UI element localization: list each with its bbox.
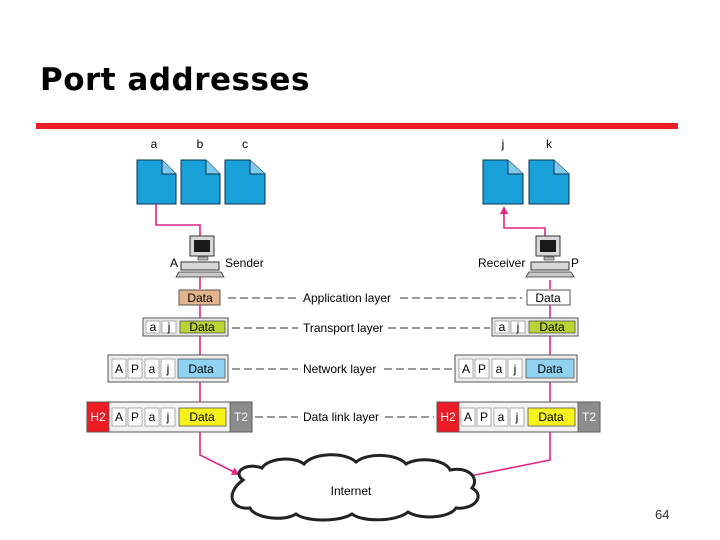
process-label-j: j — [501, 137, 505, 151]
receiver-application-packet: Data — [526, 289, 571, 306]
sender-to-internet-link — [199, 432, 240, 475]
payload-data: Data — [189, 410, 215, 424]
source-address: A — [115, 410, 123, 424]
destination-port: j — [516, 320, 520, 334]
process-label-k: k — [546, 137, 553, 151]
page-number: 64 — [655, 507, 670, 522]
source-port: a — [498, 410, 505, 424]
sender-processes: a b c — [136, 137, 266, 205]
internet-cloud: Internet — [230, 453, 480, 522]
receiver-transport-segment: a j Data — [491, 317, 579, 337]
payload-data: Data — [539, 320, 565, 334]
sender-host-letter: A — [170, 256, 178, 270]
frame-trailer: T2 — [582, 410, 596, 424]
destination-port: j — [166, 362, 170, 376]
source-port: a — [496, 362, 503, 376]
destination-address: P — [131, 362, 139, 376]
frame-header: H2 — [90, 410, 106, 424]
process-links — [155, 204, 551, 479]
source-address: A — [464, 410, 472, 424]
process-label-a: a — [151, 137, 158, 151]
receiver-network-datagram: A P a j Data — [454, 354, 578, 383]
source-port: a — [149, 410, 156, 424]
process-doc-b: b — [180, 137, 221, 205]
payload-data: Data — [189, 320, 215, 334]
payload-data: Data — [535, 291, 561, 305]
receiver-processes: j k — [482, 137, 570, 205]
sender-stack: Data a j Data A P a — [86, 289, 253, 433]
destination-port: j — [167, 320, 171, 334]
title-rule — [36, 123, 678, 129]
layer-label-datalink: Data link layer — [303, 410, 379, 424]
receiver-host-letter: P — [571, 256, 579, 270]
source-port: a — [150, 320, 157, 334]
source-port: a — [499, 320, 506, 334]
process-doc-c: c — [224, 137, 266, 205]
destination-address: P — [131, 410, 139, 424]
process-doc-k: k — [528, 137, 570, 205]
sender-network-datagram: A P a j Data — [107, 354, 229, 383]
layer-label-network: Network layer — [303, 362, 376, 376]
destination-port: j — [513, 362, 517, 376]
sender-host-label: Sender — [225, 256, 264, 270]
process-label-b: b — [197, 137, 204, 151]
payload-data: Data — [187, 291, 213, 305]
destination-port: j — [515, 410, 519, 424]
process-label-c: c — [242, 137, 248, 151]
destination-port: j — [166, 410, 170, 424]
sender-process-link — [155, 204, 201, 242]
sender-datalink-frame: H2 A P a j Data T2 — [86, 401, 253, 433]
internet-label: Internet — [331, 484, 372, 498]
payload-data: Data — [538, 410, 564, 424]
frame-trailer: T2 — [234, 410, 248, 424]
source-port: a — [149, 362, 156, 376]
computer-icon — [175, 235, 225, 278]
frame-header: H2 — [440, 410, 456, 424]
internet-to-receiver-link — [459, 432, 551, 479]
computer-icon — [525, 235, 575, 278]
sender-host: A Sender — [170, 235, 264, 278]
sender-transport-segment: a j Data — [142, 317, 229, 337]
page-title: Port addresses — [40, 62, 310, 98]
process-doc-j: j — [482, 137, 524, 205]
source-address: A — [115, 362, 123, 376]
layer-label-transport: Transport layer — [303, 321, 383, 335]
destination-address: P — [478, 362, 486, 376]
receiver-host: Receiver P — [478, 235, 579, 278]
source-address: A — [462, 362, 470, 376]
process-doc-a: a — [136, 137, 177, 205]
layer-label-application: Application layer — [303, 291, 391, 305]
payload-data: Data — [537, 362, 563, 376]
sender-application-packet: Data — [178, 289, 221, 306]
layer-guides — [228, 297, 522, 418]
receiver-stack: Data a j Data A P a — [436, 289, 601, 433]
receiver-datalink-frame: H2 A P a j Data T2 — [436, 401, 601, 433]
receiver-host-label: Receiver — [478, 256, 525, 270]
destination-address: P — [480, 410, 488, 424]
payload-data: Data — [188, 362, 214, 376]
